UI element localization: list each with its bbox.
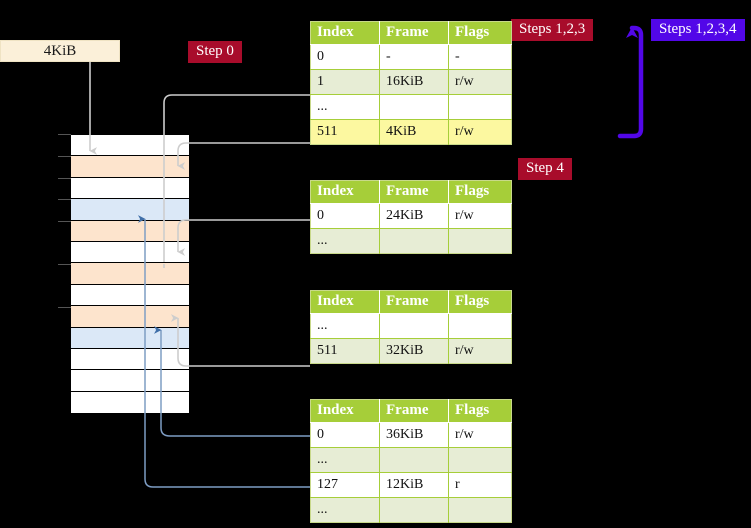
memory-tick-mark [58,156,71,157]
memory-frame-row [71,348,189,371]
table-cell-frame: 16KiB [379,69,449,95]
table-cell-flags [448,497,512,523]
table-row: ... [310,447,512,473]
table-cell-index: 511 [310,338,380,364]
table-row: ... [310,313,512,339]
table-cell-flags: r [448,472,512,498]
table-cell-flags [448,313,512,339]
table-cell-frame: 24KiB [379,203,449,229]
table-cell-frame: 4KiB [379,119,449,145]
wire-level2-511-to-memory [171,314,310,367]
table-cell-index: 1 [310,69,380,95]
memory-frame-row [71,156,189,178]
table-cell-index: 511 [310,119,380,145]
column-header-flags: Flags [448,21,512,45]
table-row: ... [310,228,512,254]
memory-frame-row [71,177,189,200]
table-row: 0-- [310,44,512,70]
badge-step-4: Step 4 [518,158,572,180]
table-cell-flags: r/w [448,119,512,145]
memory-frame-row [71,327,189,349]
table-cell-flags: r/w [448,422,512,448]
table-cell-index: ... [310,313,380,339]
memory-frame-row [71,135,189,157]
column-header-flags: Flags [448,399,512,423]
memory-frame-row [71,263,189,285]
memory-tick-mark [58,307,71,308]
table-cell-frame: 36KiB [379,422,449,448]
table-row: ... [310,94,512,120]
column-header-frame: Frame [379,180,449,204]
table-cell-frame [379,497,449,523]
arrow-steps-bracket [617,25,644,139]
memory-frame-row [71,306,189,328]
table-cell-flags: r/w [448,69,512,95]
column-header-index: Index [310,21,380,45]
memory-tick-mark [58,264,71,265]
memory-tick-mark [58,134,71,135]
table-cell-index: ... [310,94,380,120]
memory-frame-row [71,199,189,221]
physical-frame-4kib-box: 4KiB [0,40,120,62]
memory-tick-mark [58,178,71,179]
table-cell-index: ... [310,497,380,523]
table-cell-frame [379,447,449,473]
table-row: ... [310,497,512,523]
table-cell-index: 0 [310,203,380,229]
memory-tick-mark [58,221,71,222]
table-cell-frame [379,94,449,120]
memory-tick-mark [58,199,71,200]
column-header-flags: Flags [448,180,512,204]
memory-frame-row [71,220,189,242]
physical-memory-column [70,134,190,414]
table-cell-flags [448,228,512,254]
table-cell-frame [379,313,449,339]
badge-steps-1-2-3: Steps 1,2,3 [511,19,594,41]
table-cell-frame: - [379,44,449,70]
table-cell-flags: r/w [448,203,512,229]
table-cell-flags [448,447,512,473]
table-cell-flags: - [448,44,512,70]
column-header-index: Index [310,180,380,204]
table-cell-index: 127 [310,472,380,498]
table-cell-index: ... [310,447,380,473]
column-header-index: Index [310,399,380,423]
table-cell-index: ... [310,228,380,254]
wire-level1-0-to-memory [177,219,310,256]
memory-frame-row [71,284,189,307]
column-header-flags: Flags [448,290,512,314]
column-header-frame: Frame [379,399,449,423]
badge-step-0: Step 0 [188,41,242,63]
table-cell-index: 0 [310,422,380,448]
wire-level0-511-to-memory [177,142,310,170]
memory-frame-row [71,391,189,414]
memory-frame-row [71,370,189,392]
column-header-frame: Frame [379,290,449,314]
memory-frame-row [71,241,189,264]
table-cell-flags: r/w [448,338,512,364]
badge-steps-1-2-3-4: Steps 1,2,3,4 [651,19,745,41]
table-cell-frame: 12KiB [379,472,449,498]
column-header-index: Index [310,290,380,314]
table-cell-index: 0 [310,44,380,70]
column-header-frame: Frame [379,21,449,45]
table-cell-frame [379,228,449,254]
table-cell-frame: 32KiB [379,338,449,364]
table-cell-flags [448,94,512,120]
